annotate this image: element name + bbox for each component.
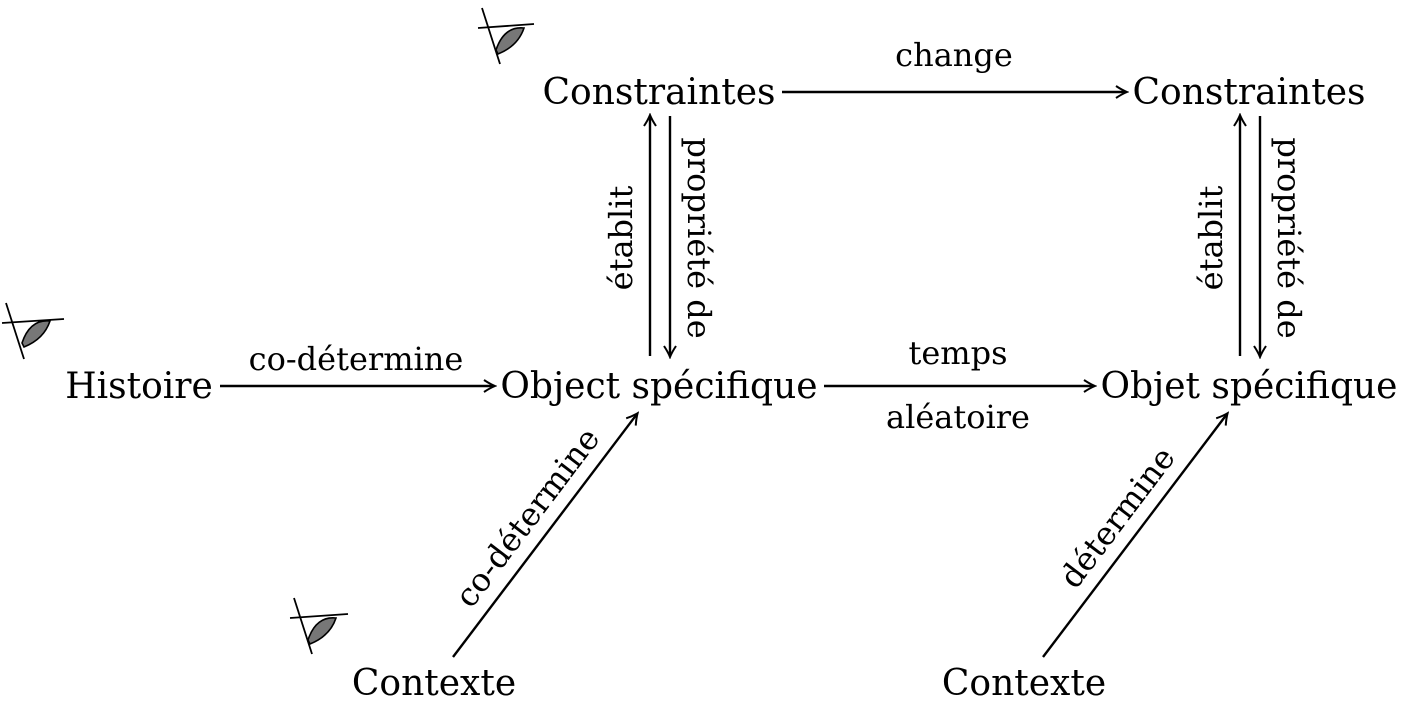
eye-icon (289, 597, 349, 655)
node-histoire: Histoire (65, 366, 213, 407)
edge-determine-contexte (1042, 414, 1227, 658)
eye-icon (1, 302, 65, 360)
label-aleatoire: aléatoire (886, 398, 1030, 436)
label-temps: temps (908, 334, 1007, 372)
node-contexte-right: Contexte (942, 663, 1106, 704)
label-codetermine-histoire: co-détermine (249, 340, 464, 378)
node-constraintes-right: Constraintes (1133, 72, 1366, 113)
label-codetermine-contexte: co-détermine (447, 420, 607, 614)
eye-icon (477, 7, 535, 65)
label-change: change (895, 36, 1013, 74)
label-determine-contexte: détermine (1052, 439, 1183, 595)
node-objet-specifique: Objet spécifique (1101, 366, 1398, 407)
label-propriete-right: propriété de (1270, 137, 1308, 338)
label-etablit-left: établit (602, 186, 640, 291)
label-propriete-left: propriété de (680, 137, 718, 338)
label-etablit-right: établit (1192, 186, 1230, 291)
edge-codetermine-contexte (452, 414, 637, 658)
node-constraintes-left: Constraintes (543, 72, 776, 113)
node-object-specifique: Object spécifique (500, 366, 817, 407)
node-contexte-left: Contexte (352, 663, 516, 704)
